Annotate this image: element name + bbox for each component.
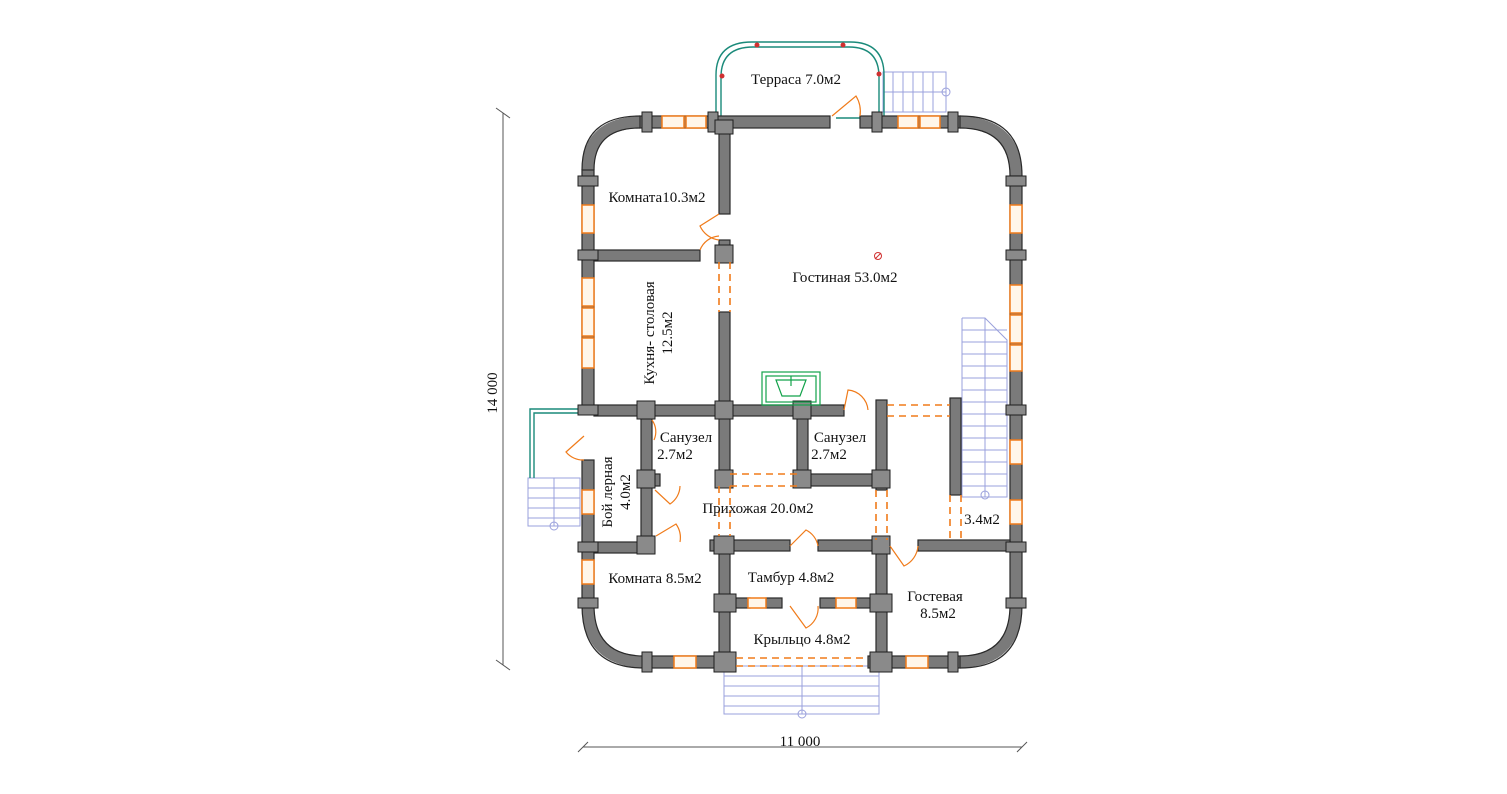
kitchen-label-line2: 12.5м2: [660, 311, 676, 354]
porch-label: Крыльцо 4.8м2: [754, 632, 851, 648]
storage-label: 3.4м2: [964, 512, 1000, 528]
terrace-railing: [715, 41, 885, 119]
room2-label: Комната 8.5м2: [608, 571, 701, 587]
bathroom2-label-line1: Санузел: [814, 430, 867, 446]
bathroom1-label-line1: Санузел: [660, 430, 713, 446]
stove-icon: [761, 371, 821, 406]
doors: [565, 95, 919, 629]
boiler-label-line1: Бой лерная: [600, 456, 616, 527]
openings: [718, 262, 962, 667]
exterior-walls: [581, 115, 1023, 669]
dimension-lines: [495, 107, 1028, 753]
ceiling-light-icon: [874, 252, 882, 260]
interior-stairs: [961, 317, 1008, 500]
width-dimension: 11 000: [780, 734, 821, 750]
guest-room-label-line2: 8.5м2: [920, 606, 956, 622]
porch-stairs: [723, 665, 880, 719]
kitchen-label-line1: Кухня- столовая: [642, 281, 658, 384]
bathroom2-label-line2: 2.7м2: [811, 447, 847, 463]
wall-posts: [577, 111, 1027, 673]
boiler-label-line2: 4.0м2: [618, 474, 634, 510]
side-entrance-stairs: [527, 477, 581, 531]
windows: [581, 115, 1023, 669]
hallway-label: Прихожая 20.0м2: [702, 501, 813, 517]
height-dimension: 14 000: [485, 372, 501, 413]
living-room-label: Гостиная 53.0м2: [792, 270, 897, 286]
side-railing: [529, 408, 582, 478]
room1-label: Комната10.3м2: [609, 190, 706, 206]
terrace-stairs: [882, 71, 951, 113]
terrace-label: Терраса 7.0м2: [751, 72, 841, 88]
vestibule-label: Тамбур 4.8м2: [748, 570, 835, 586]
bathroom1-label-line2: 2.7м2: [657, 447, 693, 463]
guest-room-label-line1: Гостевая: [907, 589, 963, 605]
